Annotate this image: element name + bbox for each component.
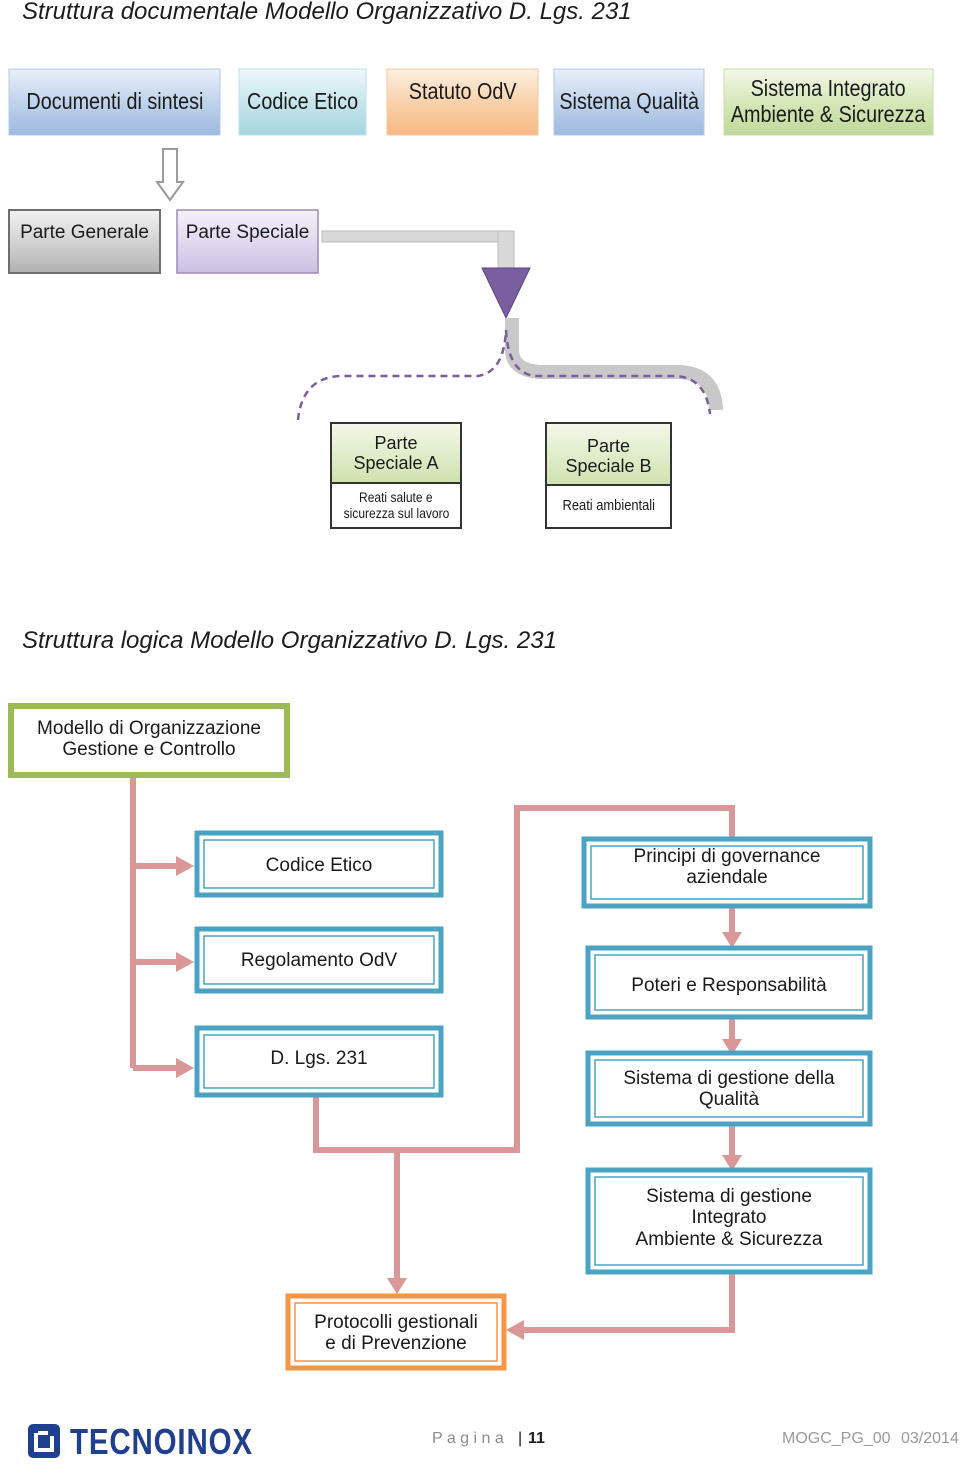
doc-label-integrato-1: Sistema Integrato [750, 75, 907, 102]
label-protocolli-1: Protocolli gestionali [314, 1311, 478, 1333]
label-regolamento: Regolamento OdV [197, 934, 441, 992]
box-principi [581, 836, 873, 909]
doc-box-statuto-odv: Statuto OdV [387, 62, 538, 122]
box-sistema-qualita-bg [553, 68, 705, 136]
label-sgi-2: Integrato [691, 1207, 767, 1229]
box-parte-b-desc [545, 484, 672, 529]
box-sgi [585, 1167, 873, 1275]
desc-parte-a: Reati salute e sicurezza sul lavoro [331, 485, 461, 527]
label-parte-a-1: Parte [374, 432, 418, 453]
doc-box-sistema-qualita: Sistema Qualità [554, 69, 704, 135]
label-parte-a: Parte Speciale A [331, 425, 461, 481]
box-codice-etico-logic [194, 830, 444, 898]
doc-date: 03/2014 [901, 1430, 959, 1447]
box-codice-etico-bg [238, 68, 367, 136]
desc-parte-b-text: Reati ambientali [562, 496, 655, 514]
doc-label-documenti-sintesi: Documenti di sintesi [26, 88, 203, 115]
label-protocolli: Protocolli gestionali e di Prevenzione [288, 1307, 504, 1359]
box-parte-generale-bg [8, 209, 161, 274]
label-protocolli-2: e di Prevenzione [325, 1333, 467, 1354]
label-principi-2: aziendale [686, 867, 768, 888]
label-modello-2: Gestione e Controllo [62, 739, 236, 760]
doc-label-integrato-2: Ambiente & Sicurezza [731, 101, 926, 127]
doc-label-statuto-odv: Statuto OdV [408, 78, 517, 105]
label-poteri: Poteri e Responsabilità [588, 956, 870, 1010]
label-sgi: Sistema di gestione Integrato Ambiente &… [588, 1180, 870, 1256]
label-poteri-text: Poteri e Responsabilità [631, 974, 827, 996]
label-modello-1: Modello di Organizzazione [37, 717, 261, 739]
doc-box-codice-etico: Codice Etico [239, 69, 366, 135]
logo-wordmark: TECNOINOX [70, 1421, 253, 1462]
box-sistema-integrato-bg [723, 68, 934, 136]
box-parte-speciale-bg [176, 209, 319, 274]
label-dlgs: D. Lgs. 231 [197, 1030, 441, 1090]
connector-bar [321, 230, 501, 243]
label-parte-speciale: Parte Speciale [185, 222, 310, 244]
page-number: 11 [528, 1430, 545, 1447]
doc-box-documenti-sintesi: Documenti di sintesi [9, 69, 220, 135]
doc-label-sistema-qualita: Sistema Qualità [559, 88, 699, 115]
brace-shadow [505, 318, 723, 411]
desc-parte-a-2: sicurezza sul lavoro [343, 505, 449, 521]
label-sgq: Sistema di gestione della Qualità [588, 1063, 870, 1115]
doc-code: MOGC_PG_00 [782, 1430, 891, 1447]
label-parte-generale: Parte Generale [20, 222, 149, 244]
purple-arrow [481, 267, 531, 320]
label-sgq-1: Sistema di gestione della [623, 1067, 835, 1089]
box-statuto-odv-bg [386, 68, 539, 136]
label-parte-a-2: Speciale A [353, 453, 439, 473]
tecnoinox-logo-icon [28, 1424, 60, 1458]
doc-label-codice-etico: Codice Etico [246, 88, 359, 115]
label-principi-1: Principi di governance [633, 845, 821, 867]
box-documenti-sintesi-bg [8, 68, 221, 136]
label-dlgs-text: D. Lgs. 231 [270, 1048, 368, 1069]
doc-structure-title: Struttura documentale Modello Organizzat… [22, 0, 632, 25]
label-sgi-1: Sistema di gestione [646, 1186, 812, 1208]
logic-structure-title: Struttura logica Modello Organizzativo D… [22, 627, 557, 654]
box-modello-border [8, 703, 290, 778]
box-parte-a-head [330, 422, 462, 484]
label-parte-b: Parte Speciale B [546, 428, 671, 484]
label-parte-b-1: Parte [586, 435, 631, 456]
label-parte-b-2: Speciale B [565, 456, 652, 476]
box-parte-b-head [545, 422, 672, 486]
desc-parte-b: Reati ambientali [546, 487, 671, 525]
label-modello: Modello di Organizzazione Gestione e Con… [11, 708, 287, 770]
page-label: P a g i n a [432, 1430, 504, 1447]
box-protocolli-border [285, 1293, 507, 1371]
page-separator: | [518, 1430, 523, 1447]
box-regolamento [194, 926, 444, 994]
box-poteri [585, 945, 873, 1020]
doc-box-sistema-integrato: Sistema Integrato Ambiente & Sicurezza [724, 72, 933, 132]
label-principi: Principi di governance aziendale [584, 842, 870, 892]
brace-dashed [296, 329, 508, 421]
label-sgi-3: Ambiente & Sicurezza [635, 1228, 823, 1250]
label-regolamento-text: Regolamento OdV [240, 950, 398, 971]
label-codice-etico: Codice Etico [265, 855, 373, 877]
down-arrow-outline [155, 148, 185, 202]
desc-parte-a-1: Reati salute e [359, 489, 433, 506]
label-sgq-2: Qualità [698, 1089, 760, 1110]
box-sgq [585, 1050, 873, 1127]
box-parte-a-desc [330, 482, 462, 529]
box-dlgs [194, 1025, 444, 1098]
